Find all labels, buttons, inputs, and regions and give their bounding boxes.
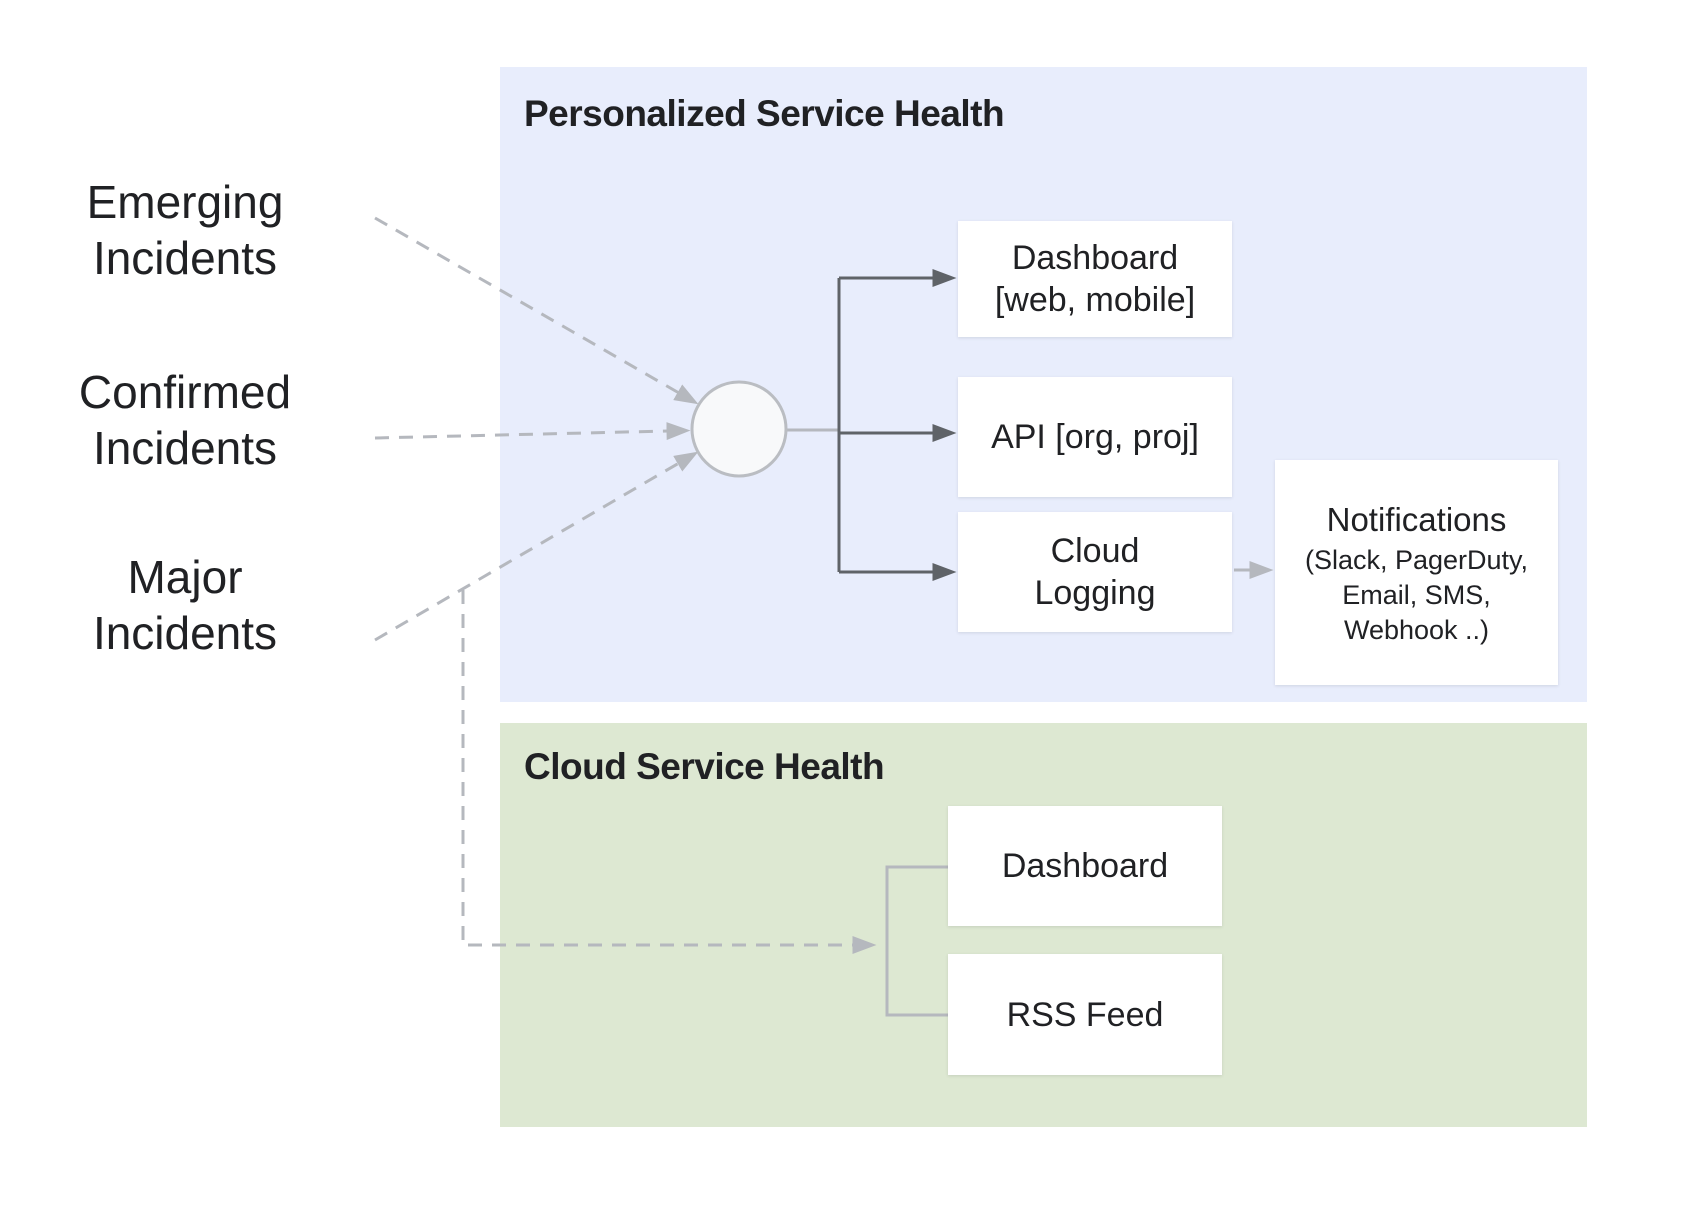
- cloud-logging-node: Cloud Logging: [958, 512, 1232, 632]
- rss-feed-node: RSS Feed: [948, 954, 1222, 1075]
- confirmed-incidents-arrow: [374, 422, 691, 441]
- cloud-service-health-title: Cloud Service Health: [524, 746, 885, 787]
- dashboard-web-mobile-node: Dashboard [web, mobile]: [958, 221, 1232, 337]
- confirmed-incidents-line2: Incidents: [92, 422, 278, 474]
- confirmed-incidents-line1: Confirmed: [78, 366, 292, 418]
- cloud-dashboard-node: Dashboard: [948, 806, 1222, 926]
- emerging-incidents-line1: Emerging: [86, 176, 284, 228]
- cloud-logging-line2: Logging: [1034, 574, 1156, 612]
- notifications-sub1: (Slack, PagerDuty,: [1304, 545, 1529, 575]
- emerging-incidents-line2: Incidents: [92, 232, 278, 284]
- emerging-incidents-arrow: [374, 216, 699, 405]
- major-incidents-line1: Major: [127, 551, 243, 603]
- cloud-logging-line1: Cloud: [1050, 532, 1140, 570]
- major-incidents-arrow: [374, 451, 699, 642]
- rss-feed-label: RSS Feed: [1006, 995, 1164, 1034]
- major-incidents-line2: Incidents: [92, 607, 278, 659]
- notifications-sub3: Webhook ..): [1343, 615, 1490, 645]
- api-node: API [org, proj]: [958, 377, 1232, 497]
- api-label: API [org, proj]: [991, 418, 1199, 456]
- dashboard-web-mobile-line1: Dashboard: [1011, 239, 1179, 277]
- confirmed-incidents-label: Confirmed Incidents: [25, 364, 345, 476]
- personalized-service-health-title: Personalized Service Health: [524, 93, 1005, 134]
- green-bracket: [885, 865, 948, 1017]
- emerging-incidents-label: Emerging Incidents: [25, 174, 345, 286]
- cloud-dashboard-label: Dashboard: [1001, 847, 1169, 885]
- major-incidents-label: Major Incidents: [25, 549, 345, 661]
- notifications-sub2: Email, SMS,: [1342, 580, 1491, 610]
- notifications-title: Notifications: [1326, 501, 1507, 538]
- dashboard-web-mobile-line2: [web, mobile]: [994, 281, 1196, 319]
- hub-circle: [690, 380, 788, 478]
- notifications-node: Notifications (Slack, PagerDuty, Email, …: [1275, 460, 1558, 685]
